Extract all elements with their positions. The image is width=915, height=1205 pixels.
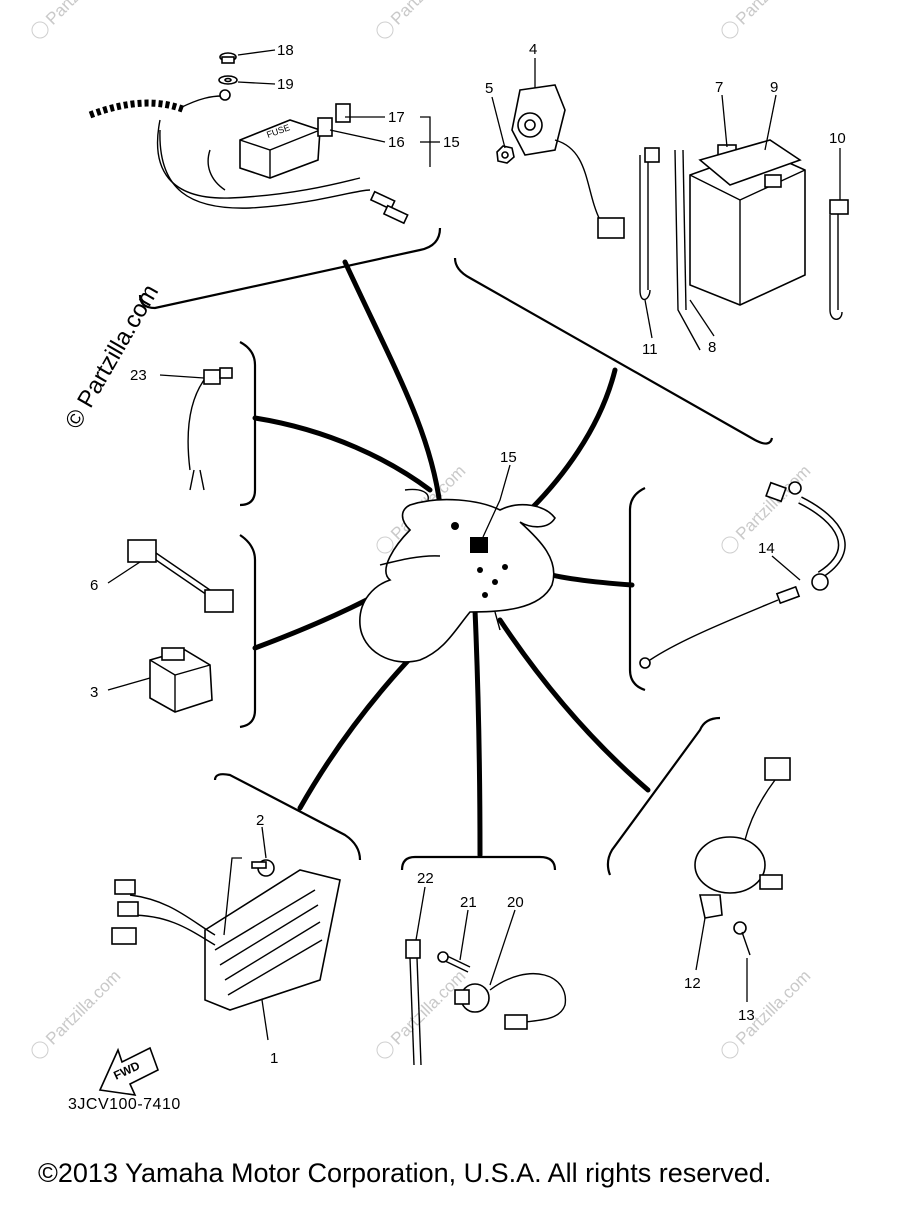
screw-13: [733, 921, 751, 956]
watermark-tile: Partzilla.com: [387, 966, 469, 1048]
callout-15-top: 15: [443, 134, 460, 151]
copyright-notice: ©2013 Yamaha Motor Corporation, U.S.A. A…: [38, 1158, 772, 1188]
lead-6: [127, 539, 234, 613]
callout-4: 4: [529, 41, 537, 58]
relay-3: [149, 647, 213, 713]
fuse-box-location: [470, 537, 488, 553]
switch-12: [694, 757, 791, 919]
watermark-tile: Partzilla.com: [732, 0, 814, 29]
fuse-box: FUSE: [239, 119, 321, 179]
battery-lead-10: [829, 199, 849, 320]
regulator-1: [111, 869, 341, 1011]
screw-21: [437, 951, 471, 973]
callout-7: 7: [715, 79, 723, 96]
washer-19: [218, 75, 238, 85]
breather-hose-8: [674, 149, 701, 351]
catalog-code: 3JCV100-7410: [68, 1096, 181, 1113]
callout-16: 16: [388, 134, 405, 151]
group-brackets: [138, 227, 774, 876]
band-23: [405, 939, 422, 1066]
bolt-2: [251, 859, 275, 877]
watermark-tile: Partzilla.com: [387, 0, 469, 29]
callout-8: 8: [708, 339, 716, 356]
callout-13: 13: [738, 1007, 755, 1024]
sensor-22: [187, 367, 233, 491]
callout-15-center: 15: [500, 449, 517, 466]
watermark-tile: Partzilla.com: [42, 966, 124, 1048]
watermark-tile: Partzilla.com: [42, 0, 124, 29]
callout-1: 1: [270, 1050, 278, 1067]
nut-5: [496, 145, 515, 164]
main-switch: [511, 84, 625, 239]
callout-20: 20: [507, 894, 524, 911]
callout-14: 14: [758, 540, 775, 557]
screw-18: [219, 52, 237, 64]
callout-9: 9: [770, 79, 778, 96]
callout-18: 18: [277, 42, 294, 59]
callout-11: 11: [642, 341, 658, 358]
forward-arrow: FWD: [98, 1046, 159, 1096]
callout-17: 17: [388, 109, 405, 126]
leader-lines: [107, 49, 841, 1041]
battery-lead-11: [639, 147, 660, 301]
callout-10: 10: [829, 130, 846, 147]
motorcycle-frame: [359, 488, 556, 663]
callout-5: 5: [485, 80, 493, 97]
callout-2: 2: [256, 812, 264, 829]
callout-21: 21: [460, 894, 477, 911]
callout-12: 12: [684, 975, 701, 992]
switch-20: [454, 973, 567, 1030]
callout-3: 3: [90, 684, 98, 701]
switch-14: [639, 481, 846, 669]
callout-6: 6: [90, 577, 98, 594]
callout-labels: 18 19 17 16 15 4 5 7 9 10 11 8 23 6 3 14…: [90, 41, 846, 1067]
callout-23: 22: [417, 870, 434, 887]
connector-lines: [252, 259, 651, 858]
battery-band: [698, 139, 802, 186]
callout-22: 23: [130, 367, 147, 384]
wire-harness: [88, 89, 409, 225]
callout-19: 19: [277, 76, 294, 93]
